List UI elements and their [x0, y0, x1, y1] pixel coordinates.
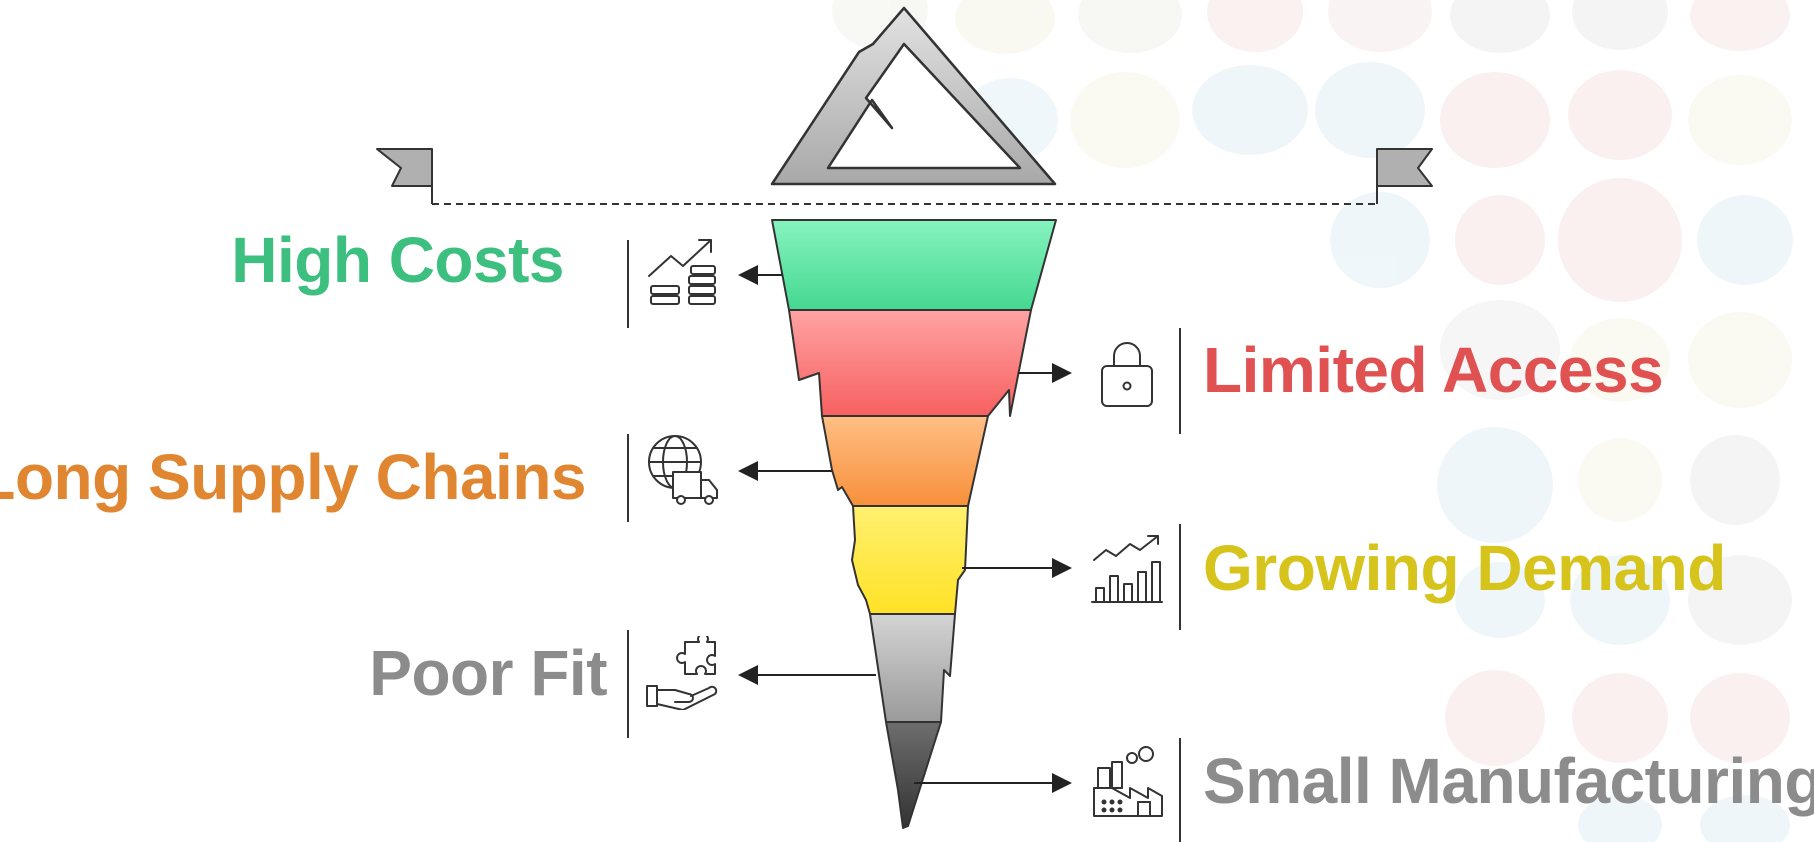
- right-banner-flag-icon: [1376, 148, 1433, 204]
- divider-growing-demand: [1179, 524, 1181, 630]
- layer-long-supply-chains: [821, 415, 989, 507]
- divider-small-manufacturing: [1179, 738, 1181, 842]
- label-limited-access: Limited Access: [1203, 334, 1664, 406]
- layer-limited-access: [788, 309, 1032, 417]
- bar-chart-growth-icon: [1090, 532, 1164, 606]
- factory-icon: [1090, 746, 1164, 820]
- left-banner-flag-icon: [376, 148, 433, 204]
- layer-growing-demand: [851, 505, 969, 615]
- label-poor-fit: Poor Fit: [369, 637, 607, 709]
- divider-poor-fit: [627, 630, 629, 738]
- coins-growth-icon: [645, 236, 719, 310]
- label-high-costs: High Costs: [231, 224, 564, 296]
- layer-high-costs: [771, 219, 1057, 311]
- layer-poor-fit: [869, 613, 956, 723]
- puzzle-hand-icon: [645, 633, 719, 711]
- label-small-manufacturing: Small Manufacturing: [1203, 745, 1814, 817]
- divider-high-costs: [627, 240, 629, 328]
- globe-truck-icon: [645, 432, 719, 506]
- mountain-peak-icon: [770, 6, 1057, 186]
- layer-small-manufacturing: [885, 721, 942, 829]
- label-long-supply-chains: Long Supply Chains: [0, 441, 586, 513]
- divider-limited-access: [1179, 328, 1181, 434]
- padlock-icon: [1090, 336, 1164, 410]
- label-growing-demand: Growing Demand: [1203, 532, 1726, 604]
- divider-long-supply-chains: [627, 434, 629, 522]
